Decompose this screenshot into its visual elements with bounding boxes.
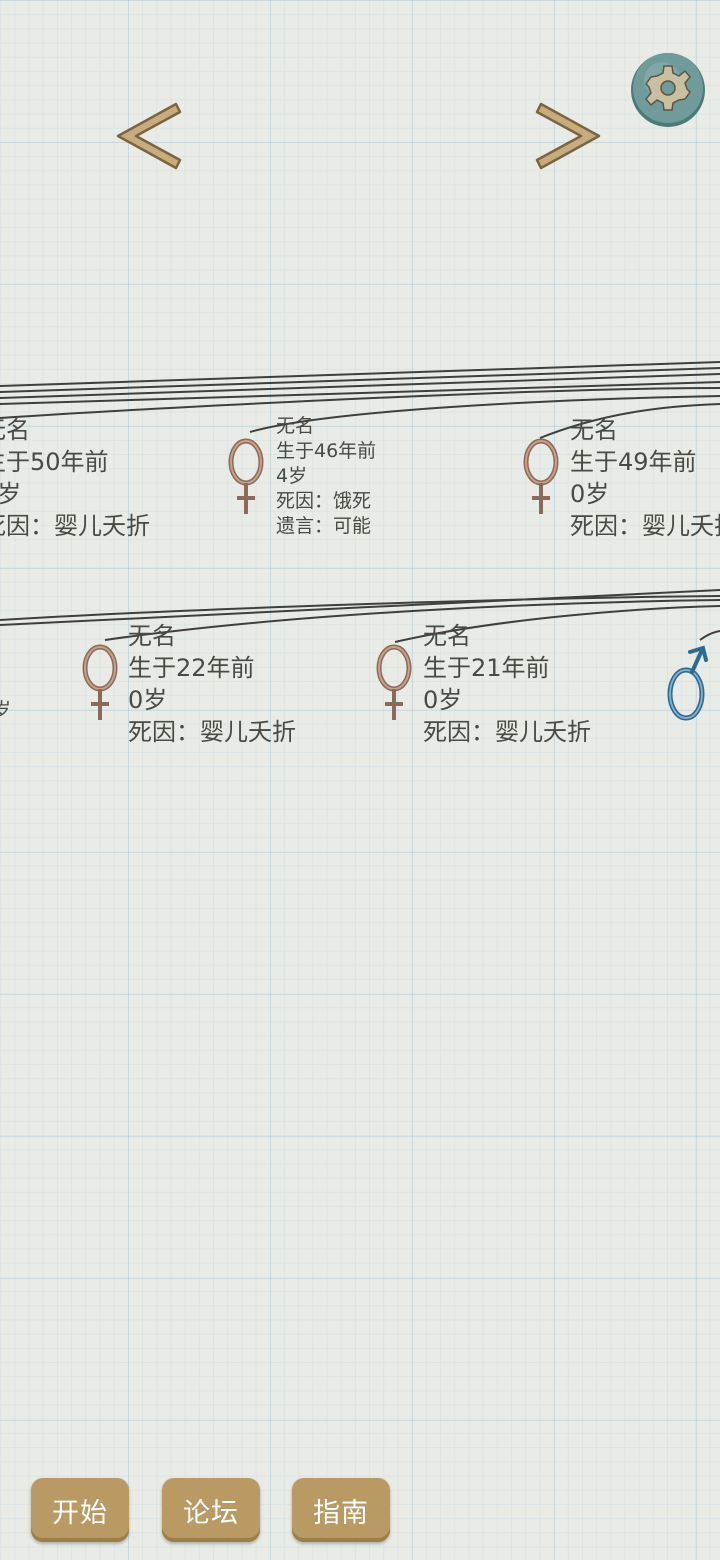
male-symbol-icon[interactable] (664, 642, 720, 722)
guide-button-label: 指南 (313, 1497, 369, 1529)
person-age: 0岁 (128, 686, 168, 714)
forum-button[interactable]: 论坛 (162, 1478, 260, 1542)
settings-button[interactable] (628, 50, 708, 130)
person-card-p4[interactable]: 岁 (0, 698, 11, 723)
female-symbol-icon (376, 644, 412, 720)
person-card-p2[interactable]: 无名 生于46年前 4岁 死因：饿死 遗言：可能 (276, 414, 376, 539)
person-age: 4岁 (276, 465, 308, 487)
forum-button-label: 论坛 (183, 1497, 239, 1529)
person-name: 无名 (423, 622, 471, 650)
person-born: 生于49年前 (570, 448, 697, 476)
person-name: 无名 (0, 416, 30, 444)
person-age: 岁 (0, 699, 12, 721)
person-born: 生于21年前 (423, 654, 550, 682)
person-age: 0岁 (570, 480, 610, 508)
person-born: 生于50年前 (0, 448, 109, 476)
gear-icon (645, 65, 691, 111)
person-name: 无名 (570, 416, 618, 444)
person-card-p5[interactable]: 无名 生于22年前 0岁 死因：婴儿夭折 (128, 620, 296, 748)
person-death: 死因：婴儿夭折 (570, 512, 720, 540)
next-arrow-button[interactable] (535, 100, 607, 172)
person-will: 遗言：可能 (276, 515, 372, 537)
chevron-right-icon (535, 102, 601, 170)
person-death: 死因：饿死 (276, 490, 372, 512)
female-symbol-icon (523, 438, 559, 514)
person-card-p6[interactable]: 无名 生于21年前 0岁 死因：婴儿夭折 (423, 620, 591, 748)
chevron-left-icon (116, 102, 182, 170)
person-age: 0岁 (0, 480, 22, 508)
start-button[interactable]: 开始 (31, 1478, 129, 1542)
person-born: 生于22年前 (128, 654, 255, 682)
person-death: 死因：婴儿夭折 (128, 718, 296, 746)
person-card-p1[interactable]: 无名 生于50年前 0岁 死因：婴儿夭折 (0, 414, 150, 542)
female-symbol-icon (228, 438, 264, 514)
female-symbol-icon (82, 644, 118, 720)
person-death: 死因：婴儿夭折 (423, 718, 591, 746)
person-name: 无名 (276, 415, 315, 437)
person-death: 死因：婴儿夭折 (0, 512, 150, 540)
person-age: 0岁 (423, 686, 463, 714)
person-card-p3[interactable]: 无名 生于49年前 0岁 死因：婴儿夭折 (570, 414, 720, 542)
person-born: 生于46年前 (276, 440, 377, 462)
guide-button[interactable]: 指南 (292, 1478, 390, 1542)
start-button-label: 开始 (52, 1497, 108, 1529)
person-name: 无名 (128, 622, 176, 650)
prev-arrow-button[interactable] (110, 100, 182, 172)
